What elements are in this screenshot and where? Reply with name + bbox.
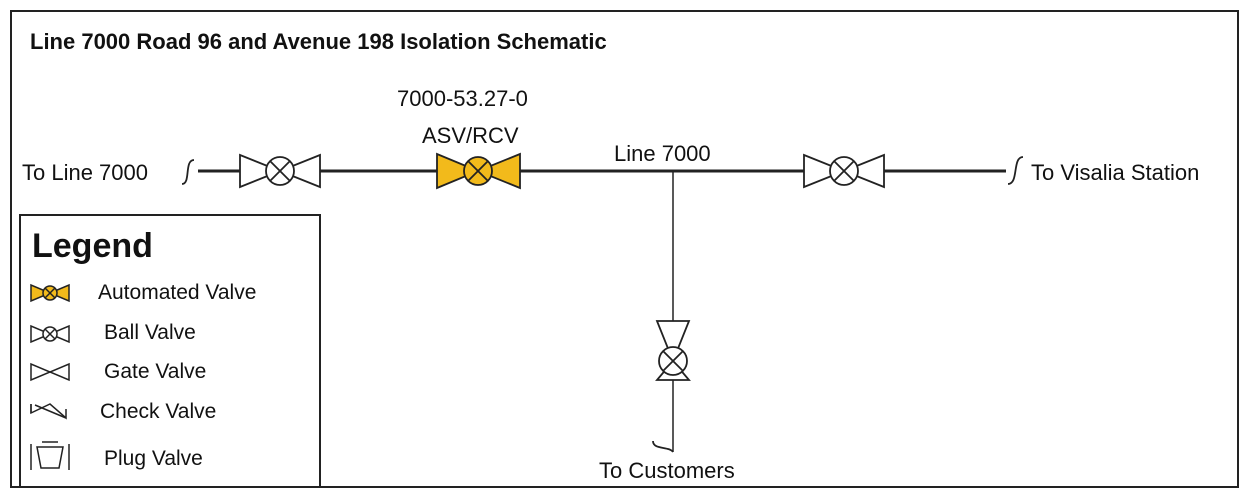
ball-valve-left: [239, 153, 321, 189]
line-label: Line 7000: [614, 141, 711, 166]
legend: [19, 214, 321, 488]
right-break-mark: [1007, 156, 1024, 185]
left-break-mark: [181, 159, 195, 185]
automated-valve-icon: [30, 283, 70, 303]
bottom-break-mark: [652, 440, 674, 453]
ball-valve-right: [803, 153, 885, 189]
diagram-frame: [10, 10, 1239, 488]
legend-label-ball-valve: Ball Valve: [104, 321, 196, 344]
connection-right-label: To Visalia Station: [1031, 160, 1200, 185]
plug-valve-icon: [30, 441, 70, 470]
gate-valve-icon: [30, 362, 70, 382]
legend-label-gate-valve: Gate Valve: [104, 360, 207, 383]
ball-valve-icon: [30, 324, 70, 344]
connection-bottom-label: To Customers: [599, 458, 735, 483]
legend-label-plug-valve: Plug Valve: [104, 447, 203, 470]
diagram-title: Line 7000 Road 96 and Avenue 198 Isolati…: [30, 29, 607, 54]
valve-id-label: 7000-53.27-0: [397, 86, 528, 111]
ball-valve-branch: [655, 320, 691, 381]
valve-type-label: ASV/RCV: [422, 123, 519, 148]
automated-valve-asv-rcv: [436, 152, 521, 190]
check-valve-icon: [30, 403, 67, 420]
legend-label-check-valve: Check Valve: [100, 400, 217, 423]
legend-title: Legend: [32, 227, 153, 265]
legend-label-automated-valve: Automated Valve: [98, 281, 257, 304]
connection-left-label: To Line 7000: [22, 160, 148, 185]
